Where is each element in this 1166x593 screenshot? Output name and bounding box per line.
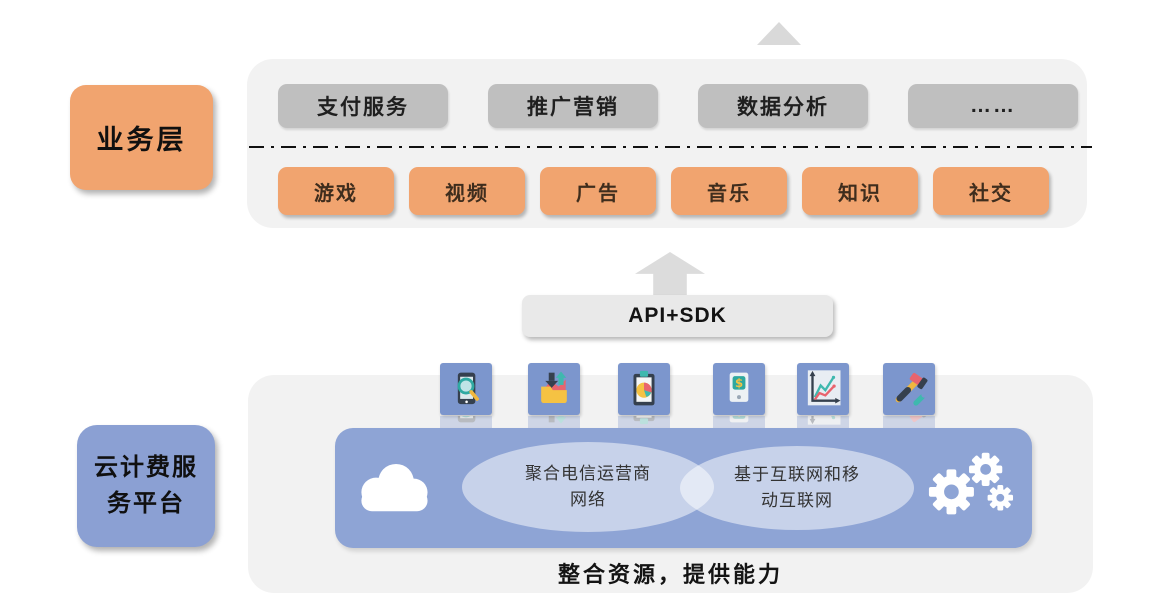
data-transfer-folder-icon [528,363,580,432]
telecom-network-line2: 网络 [570,490,606,509]
internet-ellipse: 基于互联网和移 动互联网 [680,446,914,530]
vertical-button-social: 社交 [933,167,1049,215]
service-button-marketing: 推广营销 [488,84,658,128]
dash-dot-divider [249,146,1092,148]
cloud-icon [361,463,428,512]
report-clipboard-icon [618,363,670,432]
business-layer-panel: 支付服务 推广营销 数据分析 …… 游戏 视频 广告 音乐 知识 社交 [247,59,1092,228]
internet-line1: 基于互联网和移 [734,464,860,484]
mobile-search-icon [440,363,492,432]
internet-line2: 动互联网 [761,491,833,510]
platform-label-line2: 务平台 [107,490,185,517]
svg-text:$: $ [735,376,743,390]
telecom-network-line1: 聚合电信运营商 [525,463,651,483]
dev-tools-icon [883,363,935,432]
analytics-chart-icon [797,363,849,432]
api-up-arrow-icon [635,252,705,295]
service-button-more: …… [908,84,1078,128]
gears-icon [928,452,1014,515]
vertical-button-music: 音乐 [671,167,787,215]
vertical-button-row: 游戏 视频 广告 音乐 知识 社交 [278,167,1049,215]
vertical-button-ads: 广告 [540,167,656,215]
api-sdk-bar: API+SDK [522,295,833,337]
service-button-data-analysis: 数据分析 [698,84,868,128]
vertical-button-games: 游戏 [278,167,394,215]
vertical-button-video: 视频 [409,167,525,215]
platform-label: 云计费服 务平台 [77,425,215,547]
service-button-row: 支付服务 推广营销 数据分析 …… [278,84,1078,128]
platform-caption: 整合资源，提供能力 [557,562,783,587]
platform-label-line1: 云计费服 [94,454,198,481]
capability-band: 聚合电信运营商 网络 基于互联网和移 动互联网 [335,428,1032,548]
vertical-button-knowledge: 知识 [802,167,918,215]
telecom-network-ellipse: 聚合电信运营商 网络 [462,442,714,532]
business-layer-label: 业务层 [70,85,213,190]
mobile-payment-icon: $ $ [713,363,765,432]
top-up-triangle-icon [757,22,801,45]
service-button-payment: 支付服务 [278,84,448,128]
